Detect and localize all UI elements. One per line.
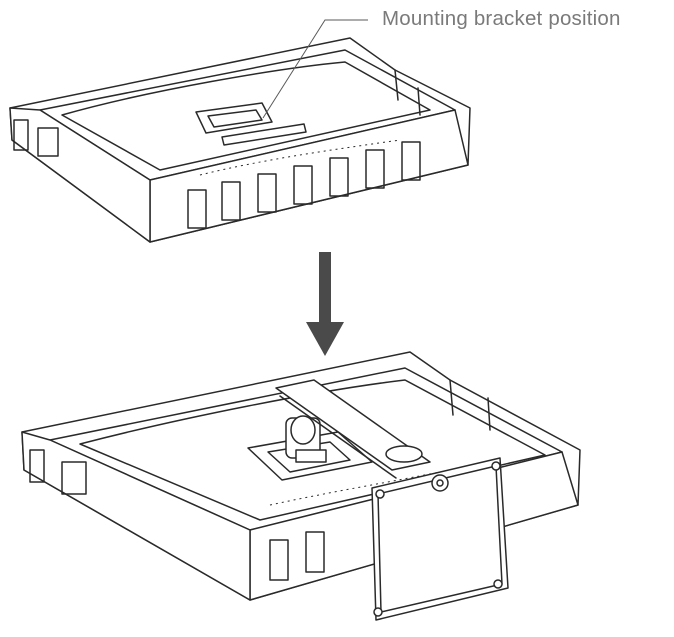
monitor-in-foam-top	[9, 37, 471, 243]
foam-slots-top	[187, 141, 421, 229]
mounting-bracket	[195, 102, 307, 146]
monitor-with-stand-bottom	[21, 351, 581, 621]
stand-hinge	[285, 415, 327, 463]
down-arrow-icon	[306, 252, 344, 356]
stand-arm	[275, 379, 431, 479]
foam-slots-bottom	[269, 531, 325, 581]
stand-base-plate	[371, 457, 509, 621]
callout-label: Mounting bracket position	[382, 7, 621, 30]
callout-leader-line	[262, 19, 368, 119]
